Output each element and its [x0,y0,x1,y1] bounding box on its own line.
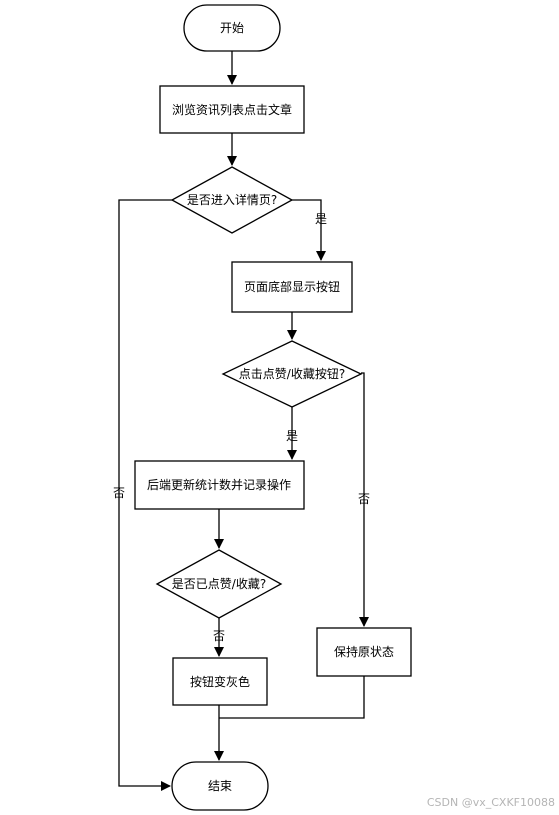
edge-label-detail-no: 否 [113,486,125,500]
node-decision-detail-shape [170,166,294,234]
edge-keep-end [219,676,365,719]
node-decision-done: 是否已点赞/收藏? [172,577,266,591]
edge-label-done-no: 否 [213,629,225,643]
node-start-shape [183,4,281,52]
node-keep-shape [316,627,412,677]
node-start: 开始 [220,21,244,35]
watermark: CSDN @vx_CXKF10088 [426,796,555,809]
edge-label-click-no: 否 [358,492,370,506]
node-show-buttons-shape [231,261,353,313]
edge-label-detail-yes: 是 [315,212,327,226]
edge-click-no [359,372,369,627]
node-decision-click: 点击点赞/收藏按钮? [239,366,345,381]
edge-label-click-yes: 是 [286,429,298,443]
node-gray: 按钮变灰色 [190,674,250,689]
node-gray-shape [172,657,268,706]
node-keep: 保持原状态 [334,644,394,659]
node-end-shape [171,761,269,811]
node-end: 结束 [208,779,232,793]
node-backend: 后端更新统计数并记录操作 [147,477,291,492]
node-browse-shape [159,85,305,134]
node-decision-click-shape [221,340,363,408]
node-decision-detail: 是否进入详情页? [187,192,277,207]
node-decision-done-shape [155,549,283,619]
edge-detail-yes [292,199,326,261]
node-show-buttons: 页面底部显示按钮 [244,279,340,294]
node-backend-shape [134,460,305,510]
node-browse: 浏览资讯列表点击文章 [172,102,292,117]
edge-detail-no [118,199,172,791]
